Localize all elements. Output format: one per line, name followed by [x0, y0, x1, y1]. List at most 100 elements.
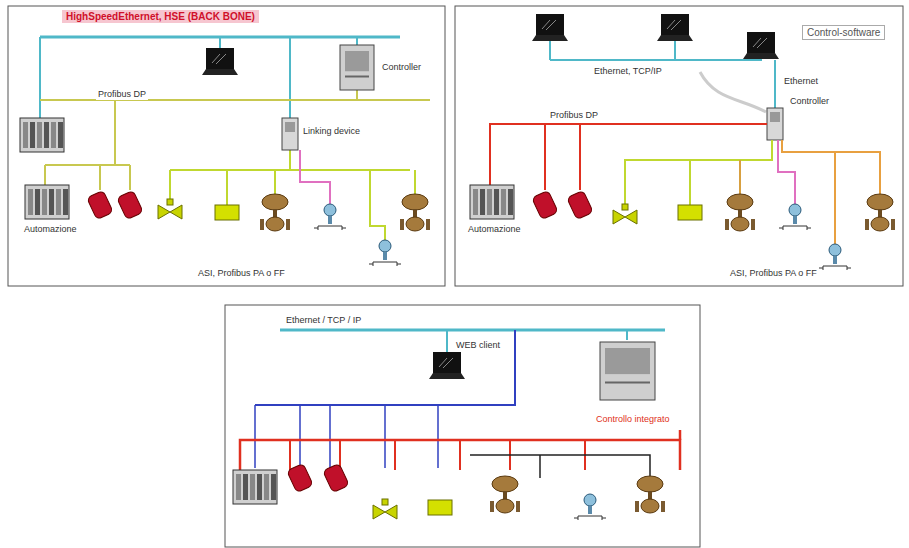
rack-module — [42, 189, 47, 215]
controller-unit — [340, 45, 374, 90]
valve-actuator — [492, 476, 518, 492]
transmitter-neck — [833, 256, 837, 264]
patch-cable — [700, 72, 766, 112]
linking-device — [282, 118, 298, 150]
transmitter-neck — [793, 216, 797, 224]
rack-module — [28, 189, 33, 215]
bus-wire — [626, 330, 628, 340]
rack-module — [58, 122, 63, 148]
rack-module — [508, 189, 513, 215]
laptop-icon — [657, 14, 693, 41]
bus-wire — [579, 124, 581, 190]
bus-wire — [437, 405, 439, 468]
bus-wire — [99, 165, 101, 190]
pipe-bracket — [574, 516, 606, 520]
controller-body — [600, 342, 655, 400]
laptop-icon — [202, 48, 238, 75]
bus-wire — [274, 170, 276, 196]
valve-actuator — [402, 194, 428, 210]
bus-wire — [356, 37, 358, 45]
link-body — [767, 108, 783, 140]
rack-module — [30, 122, 35, 148]
valve-flange — [725, 219, 729, 230]
laptop-glare — [212, 54, 226, 64]
pipe-bracket — [779, 226, 811, 230]
transmitter-neck — [588, 506, 592, 514]
asi-module — [678, 205, 702, 220]
automation-rack — [25, 185, 69, 219]
bus-wire — [394, 440, 396, 470]
pressure-transmitter — [314, 204, 346, 230]
bus-wire — [782, 140, 880, 196]
bus-wire — [300, 150, 330, 204]
asi-valve — [158, 199, 182, 219]
rack-module — [236, 474, 241, 500]
asi-valve — [613, 204, 637, 224]
motor-cylinder — [87, 190, 113, 219]
device-label: Controller — [788, 96, 831, 107]
valve-flange — [260, 219, 264, 230]
valve-flange — [661, 501, 665, 512]
device-label: WEB client — [454, 340, 502, 351]
bus-wire — [226, 170, 228, 205]
bus-wire — [289, 37, 291, 118]
bus-wire — [114, 100, 116, 165]
controller-panel — [605, 348, 650, 374]
automation-rack — [20, 118, 64, 152]
bus-wire — [129, 165, 131, 190]
cylinder-body — [323, 463, 349, 492]
node-text: HighSpeedEthernet, HSE (BACK BONE) — [66, 11, 255, 22]
bus-wire — [679, 430, 682, 440]
controller-body — [340, 45, 374, 90]
valve-actuator — [727, 194, 753, 210]
device-label: Controller — [380, 62, 423, 73]
rack-module — [501, 189, 506, 215]
control-valve — [260, 194, 290, 231]
bus-wire — [280, 329, 665, 332]
laptop-glare — [542, 20, 556, 30]
bus-wire — [329, 405, 331, 468]
valve-body — [641, 499, 659, 513]
rack-body — [470, 185, 514, 219]
laptop-base — [429, 373, 465, 379]
valve-flange — [865, 219, 869, 230]
rack-module — [271, 474, 276, 500]
rack-module — [35, 189, 40, 215]
valve-body — [266, 217, 284, 231]
device-label: Automazione — [22, 224, 79, 235]
valve-body — [406, 217, 424, 231]
laptop-base — [657, 35, 693, 41]
valve-flange — [286, 219, 290, 230]
laptop-glare — [667, 20, 681, 30]
bus-wire — [689, 160, 691, 205]
control-valve — [865, 194, 895, 231]
laptop-screen — [661, 14, 689, 35]
motor-cylinder — [117, 190, 143, 219]
motor-cylinder — [532, 190, 558, 219]
bus-wire — [625, 140, 772, 205]
transmitter-head — [829, 244, 841, 256]
laptop-glare — [753, 38, 767, 48]
cylinder-body — [87, 190, 113, 219]
rack-module — [63, 189, 68, 215]
cylinder-body — [117, 190, 143, 219]
link-body — [282, 118, 298, 150]
laptop-icon — [429, 352, 465, 379]
rack-module — [23, 122, 28, 148]
rack-module — [494, 189, 499, 215]
valve-flange — [891, 219, 895, 230]
bus-wire — [549, 41, 551, 60]
laptop-base — [743, 53, 779, 59]
rack-body — [25, 185, 69, 219]
pressure-transmitter — [819, 244, 851, 270]
bus-wire — [414, 170, 416, 196]
motor-cylinder — [287, 463, 313, 492]
rack-module — [480, 189, 485, 215]
rack-module — [264, 474, 269, 500]
pipe-bracket — [369, 262, 401, 266]
bus-wire — [255, 330, 515, 405]
pressure-transmitter — [779, 204, 811, 230]
asi-module — [428, 500, 452, 515]
rack-module — [243, 474, 248, 500]
bus-label: ASI, Profibus PA o FF — [728, 268, 819, 279]
